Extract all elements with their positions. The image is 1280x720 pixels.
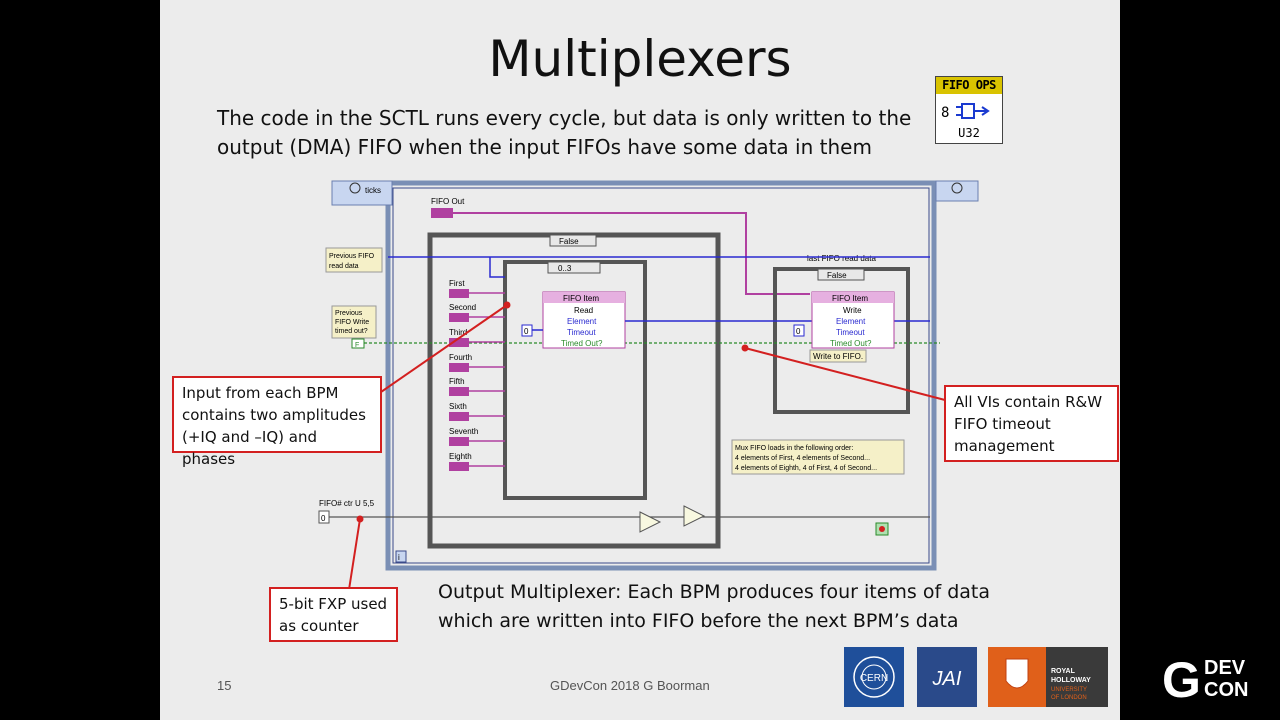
read-timeout-const: 0 <box>524 327 529 336</box>
prev-write-line-3: timed out? <box>335 328 368 335</box>
input-callout: Input from each BPM contains two amplitu… <box>172 376 382 468</box>
write-to-fifo-text: Write to FIFO. <box>813 352 863 361</box>
caption: Output Multiplexer: Each BPM produces fo… <box>438 578 1078 636</box>
false-constant-text: F <box>355 342 359 349</box>
mux-note-line-3: 4 elements of Eighth, 4 of First, 4 of S… <box>735 465 877 472</box>
mux-note <box>731 439 905 475</box>
write-node-row-1: Write <box>843 306 862 315</box>
jai-logo-text: JAI <box>932 668 962 690</box>
fifo-ops-icon: FIFO OPS 8 U32 <box>935 76 1003 144</box>
cern-logo-text: CERN <box>860 673 888 684</box>
input-callout-line-3: (+IQ and –IQ) and phases <box>182 428 317 468</box>
input-callout-line-1: Input from each BPM <box>182 384 339 402</box>
royal-holloway-logo: ROYAL HOLLOWAY UNIVERSITY OF LONDON <box>988 647 1108 707</box>
gdevcon-g: G <box>1162 652 1201 708</box>
mux-note-line-2: 4 elements of First, 4 elements of Secon… <box>735 455 870 462</box>
timed-loop-frame <box>385 180 937 571</box>
rh-line-2: HOLLOWAY <box>1051 677 1091 684</box>
labview-block-diagram: ticks FIFO Out False 0..3 False last FIF… <box>318 180 979 597</box>
increment-node <box>639 511 662 533</box>
write-node-row-4: Timed Out? <box>830 339 872 348</box>
input-label-1: First <box>449 279 465 288</box>
input-label-6: Sixth <box>449 402 467 411</box>
write-timeout-const: 0 <box>796 327 801 336</box>
intro-text: The code in the SCTL runs every cycle, b… <box>217 104 917 162</box>
write-node-title: FIFO Item <box>832 294 868 303</box>
fxp-callout: 5-bit FXP used as counter <box>269 587 398 642</box>
cern-logo: CERN <box>844 647 904 707</box>
mux-note-line-1: Mux FIFO loads in the following order: <box>735 445 853 452</box>
fxp-callout-line-1: 5-bit FXP used <box>279 595 388 613</box>
loop-index-label: i <box>398 553 400 562</box>
vis-callout-line-2: FIFO timeout <box>954 415 1051 433</box>
previous-fifo-read-indicator <box>325 247 383 273</box>
vis-callout-line-3: management <box>954 437 1055 455</box>
last-fifo-label: last FIFO read data <box>807 254 876 263</box>
read-node-row-4: Timed Out? <box>561 339 603 348</box>
timing-output-node <box>935 180 979 202</box>
gdevcon-dev: DEV <box>1204 657 1246 679</box>
fifo-arrow-icon <box>956 103 990 119</box>
read-node-row-2: Element <box>567 317 597 326</box>
fifo-ops-header: FIFO OPS <box>936 77 1002 94</box>
fifo-out-refnum <box>431 208 453 218</box>
input-label-2: Second <box>449 303 476 312</box>
input-label-7: Seventh <box>449 427 478 436</box>
slide-number: 15 <box>217 678 232 693</box>
input-label-4: Fourth <box>449 353 472 362</box>
fifo-ctr-value: 0 <box>321 514 326 523</box>
input-label-3: Third <box>449 328 467 337</box>
prev-read-line-1: Previous FIFO <box>329 253 375 260</box>
read-node-row-1: Read <box>574 306 593 315</box>
gdevcon-con: CON <box>1204 679 1249 701</box>
write-node-row-3: Timeout <box>836 328 865 337</box>
write-to-fifo-label <box>809 349 867 363</box>
read-node-title: FIFO Item <box>563 294 599 303</box>
slide: Multiplexers The code in the SCTL runs e… <box>160 0 1120 720</box>
fifo-ops-number: 8 <box>941 105 950 121</box>
rh-line-4: OF LONDON <box>1051 695 1087 701</box>
rh-line-3: UNIVERSITY <box>1051 687 1087 693</box>
case-selector-range: 0..3 <box>558 264 572 273</box>
vis-callout-line-1: All VIs contain R&W <box>954 393 1103 411</box>
timing-input-node <box>331 180 393 206</box>
crest-icon <box>1005 658 1029 689</box>
input-callout-line-2: contains two amplitudes <box>182 406 366 424</box>
fifo-ctr-label: FIFO# ctr U 5,5 <box>319 499 375 508</box>
fxp-callout-leader <box>347 518 361 597</box>
input-label-5: Fifth <box>449 377 465 386</box>
vis-callout-leader <box>744 347 946 401</box>
fifo-ops-type: U32 <box>958 126 980 140</box>
prev-read-line-2: read data <box>329 263 359 270</box>
read-node-row-3: Timeout <box>567 328 596 337</box>
intro-line-2: output (DMA) FIFO when the input FIFOs h… <box>217 135 872 159</box>
prev-write-line-2: FIFO Write <box>335 319 369 326</box>
case-selector-false: False <box>559 237 579 246</box>
caption-line-2: which are written into FIFO before the n… <box>438 610 959 632</box>
rh-line-1: ROYAL <box>1051 668 1076 675</box>
prev-write-line-1: Previous <box>335 310 363 317</box>
input-callout-leader <box>380 304 508 393</box>
loop-iteration-terminal <box>395 550 407 563</box>
vis-callout: All VIs contain R&W FIFO timeout managem… <box>944 385 1119 462</box>
compare-node <box>683 505 706 527</box>
write-case-selector-false: False <box>827 271 847 280</box>
input-label-8: Eighth <box>449 452 472 461</box>
write-node-row-2: Element <box>836 317 866 326</box>
ticks-label: ticks <box>365 186 381 195</box>
previous-fifo-write-indicator <box>331 305 377 339</box>
fifo-out-label: FIFO Out <box>431 197 465 206</box>
jai-logo: JAI <box>917 647 977 707</box>
slide-title: Multiplexers <box>488 30 792 88</box>
footer-credit: GDevCon 2018 G Boorman <box>550 678 710 693</box>
caption-line-1: Output Multiplexer: Each BPM produces fo… <box>438 581 991 603</box>
intro-line-1: The code in the SCTL runs every cycle, b… <box>217 106 912 130</box>
fxp-callout-line-2: as counter <box>279 617 359 635</box>
